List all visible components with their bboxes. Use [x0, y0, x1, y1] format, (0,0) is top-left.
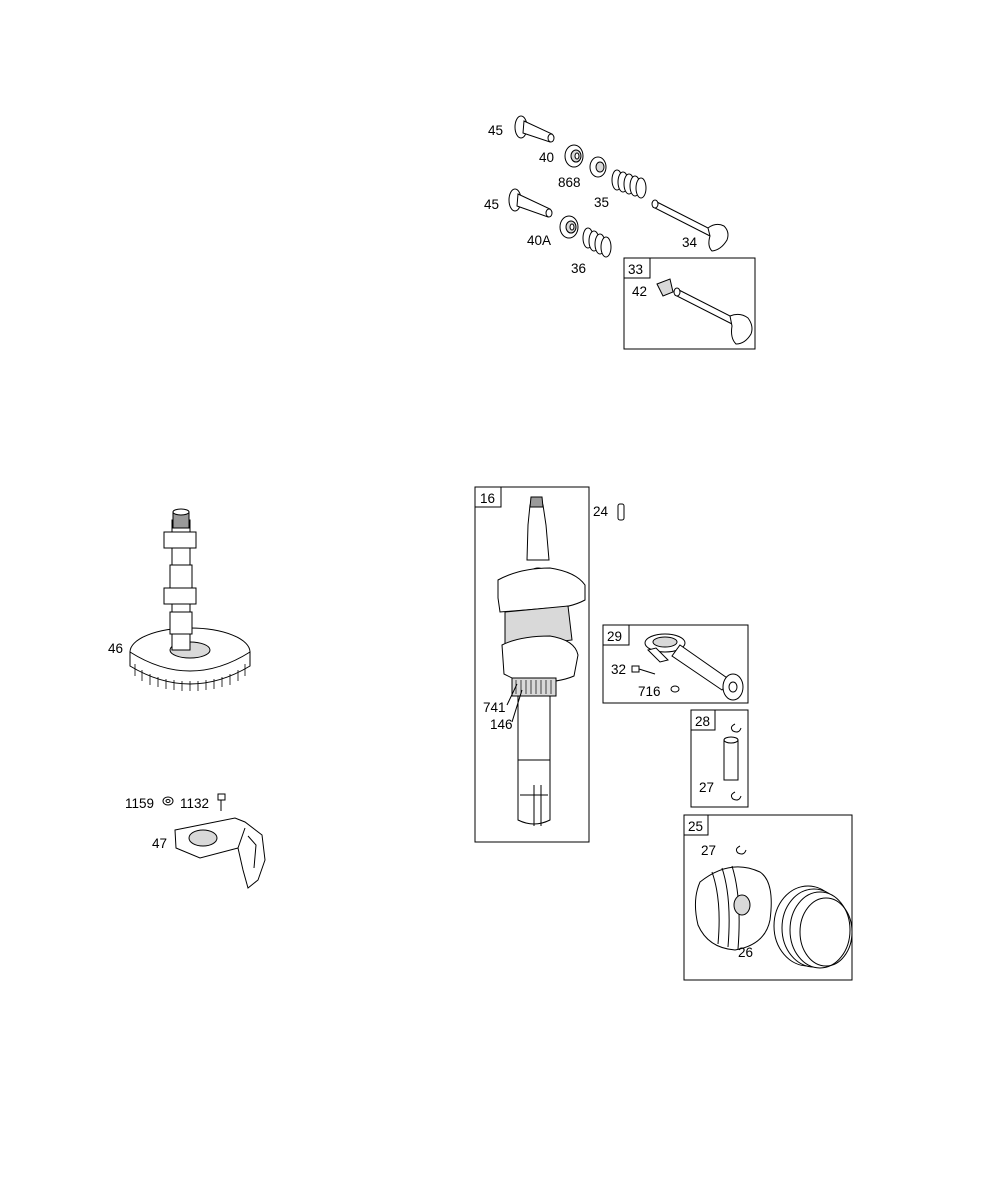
valve-spring-36-part[interactable]	[582, 227, 612, 258]
callout-40A: 40A	[527, 233, 551, 248]
callout-741: 741	[483, 700, 506, 715]
kit-box-25: 25 27 26	[683, 814, 853, 981]
box-label-25: 25	[688, 819, 703, 834]
retainer-clip-upper-part[interactable]	[730, 723, 742, 733]
callout-32: 32	[611, 662, 626, 677]
valve-34-part[interactable]	[651, 199, 729, 252]
tappet-upper-part[interactable]	[514, 115, 555, 143]
bracket-47-part[interactable]	[174, 817, 266, 889]
leader-146	[511, 689, 523, 723]
kit-box-33: 33 42	[623, 257, 756, 350]
callout-45-upper: 45	[488, 123, 503, 138]
callout-27-box25: 27	[701, 843, 716, 858]
box-label-16: 16	[480, 491, 495, 506]
callout-868: 868	[558, 175, 581, 190]
piston-rings-26-part[interactable]	[773, 885, 853, 969]
piston-25-part[interactable]	[694, 865, 772, 951]
washer-1159-part[interactable]	[162, 796, 174, 806]
retainer-clip-25-part[interactable]	[735, 845, 747, 855]
callout-24: 24	[593, 504, 609, 519]
retainer-clip-lower-part[interactable]	[730, 791, 742, 801]
callout-47: 47	[152, 836, 167, 851]
valve-train-group: 45 40 868 35 45 40A 34 36	[484, 115, 729, 276]
callout-1159: 1159	[125, 796, 154, 811]
kit-box-16: 16 741	[474, 486, 590, 843]
callout-27-box28: 27	[699, 780, 714, 795]
box-label-33: 33	[628, 262, 643, 277]
callout-1132: 1132	[180, 796, 209, 811]
valve-retainer-40A-part[interactable]	[559, 215, 579, 239]
camshaft-46-part[interactable]	[129, 508, 251, 691]
key-24-part[interactable]	[617, 503, 625, 521]
callout-35: 35	[594, 195, 609, 210]
callout-46: 46	[108, 641, 123, 656]
crankshaft-16-part[interactable]	[497, 496, 586, 826]
valve-33-part[interactable]	[673, 287, 753, 345]
kit-box-28: 28 27	[690, 709, 749, 808]
washer-716-part[interactable]	[670, 685, 680, 693]
callout-34: 34	[682, 235, 698, 250]
kit-box-29: 29 32 716	[602, 624, 749, 704]
valve-seal-868-part[interactable]	[589, 156, 607, 178]
callout-36: 36	[571, 261, 586, 276]
box-label-29: 29	[607, 629, 622, 644]
callout-26: 26	[738, 945, 753, 960]
callout-716: 716	[638, 684, 661, 699]
leader-741	[506, 683, 518, 706]
connecting-rod-29-part[interactable]	[644, 633, 744, 701]
valve-retainer-40-part[interactable]	[564, 144, 584, 168]
callout-45-lower: 45	[484, 197, 499, 212]
tappet-lower-part[interactable]	[508, 188, 553, 218]
callout-146: 146	[490, 717, 513, 732]
callout-42: 42	[632, 284, 647, 299]
rod-bolt-32-part[interactable]	[631, 665, 656, 675]
screw-1132-part[interactable]	[217, 793, 226, 811]
callout-40: 40	[539, 150, 554, 165]
valve-keeper-42-part[interactable]	[656, 278, 674, 297]
box-label-28: 28	[695, 714, 710, 729]
valve-spring-35-part[interactable]	[611, 169, 647, 199]
piston-pin-28-part[interactable]	[723, 736, 739, 781]
